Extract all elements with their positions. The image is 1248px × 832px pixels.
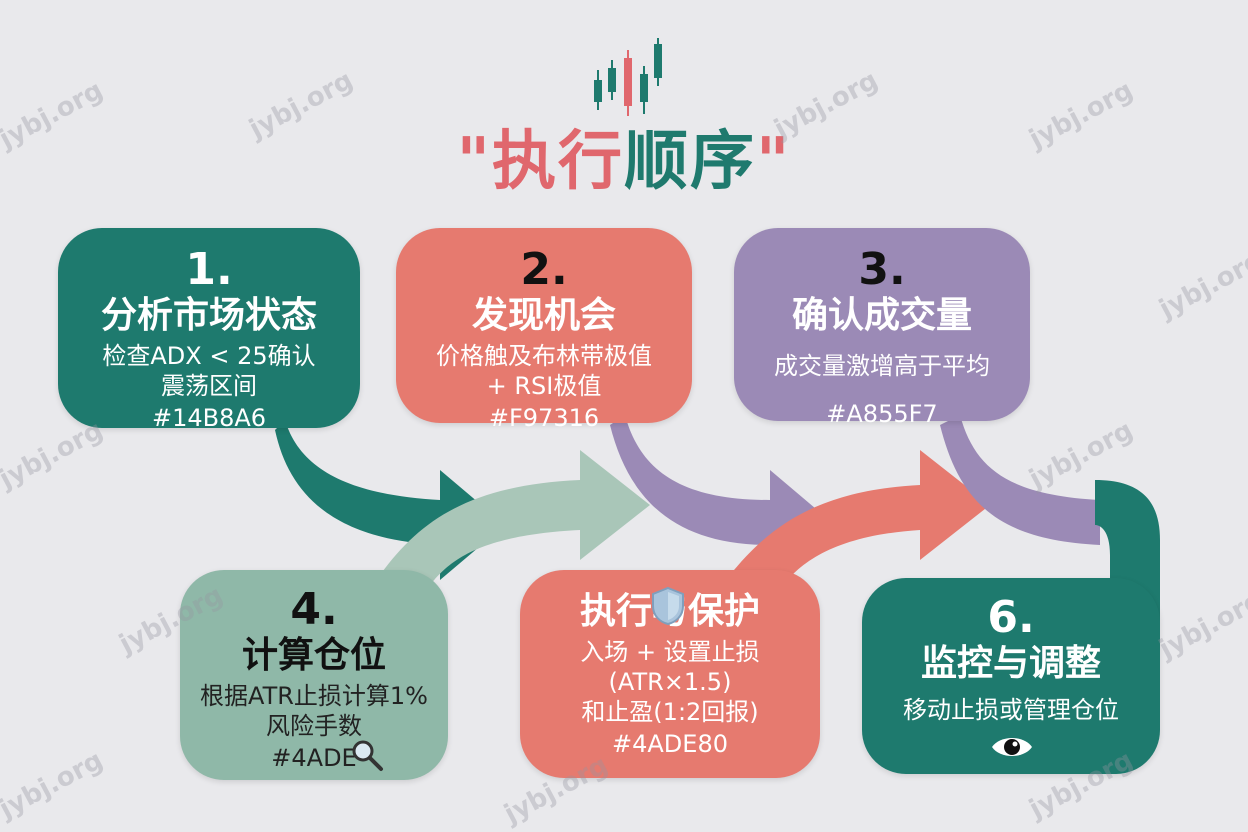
step-color-code: #4ADE80 (612, 730, 728, 759)
page-title: "执行顺序" (0, 110, 1248, 202)
step-description: 价格触及布林带极值 + RSI极值 (436, 342, 652, 401)
step-title: 发现机会 (471, 295, 616, 336)
step-card-2: 2. 发现机会 价格触及布林带极值 + RSI极值 #F97316 (396, 228, 692, 432)
step-title: 计算仓位 (241, 635, 386, 676)
step-description: 检查ADX < 25确认 震荡区间 (102, 342, 316, 401)
step-card-4: 4. 计算仓位 根据ATR止损计算1% 风险手数 #4ADE (180, 570, 448, 780)
step-number: 2. (520, 244, 568, 295)
step-description: 移动止损或管理仓位 (903, 696, 1119, 725)
flow-connector-5 (730, 450, 990, 590)
step-card-1: 1. 分析市场状态 检查ADX < 25确认 震荡区间 #14B8A6 (58, 228, 360, 432)
magnifier-icon (352, 740, 383, 771)
step-number: 6. (987, 592, 1035, 643)
step-description: 成交量激增高于平均 (774, 352, 990, 381)
step-description: 根据ATR止损计算1% 风险手数 (200, 682, 428, 741)
eye-icon (992, 738, 1032, 756)
step-color-code: #4ADE (271, 744, 357, 773)
step-title: 确认成交量 (791, 295, 972, 336)
flow-connector-4 (380, 450, 650, 585)
step-card-3: 3. 确认成交量 成交量激增高于平均 #A855F7 (734, 228, 1030, 428)
title-quote-open: " (456, 125, 492, 199)
step-color-code: #F97316 (488, 404, 600, 433)
flow-connector-1 (275, 420, 505, 580)
candlestick-logo (594, 38, 662, 116)
shield-icon (652, 586, 684, 626)
step-number: 1. (185, 244, 233, 295)
title-quote-close: " (756, 125, 792, 199)
title-part-2: 顺序 (624, 125, 756, 199)
step-color-code: #A855F7 (826, 400, 938, 429)
title-part-1: 执行 (492, 125, 624, 199)
step-number: 3. (858, 244, 906, 295)
step-title: 分析市场状态 (100, 295, 317, 336)
step-number: 4. (290, 584, 338, 635)
step-color-code: #14B8A6 (151, 404, 267, 433)
step-title: 监控与调整 (920, 643, 1101, 684)
flow-connector-3 (940, 415, 1100, 545)
step-description: 入场 + 设置止损(ATR×1.5) 和止盈(1:2回报) (580, 638, 760, 727)
